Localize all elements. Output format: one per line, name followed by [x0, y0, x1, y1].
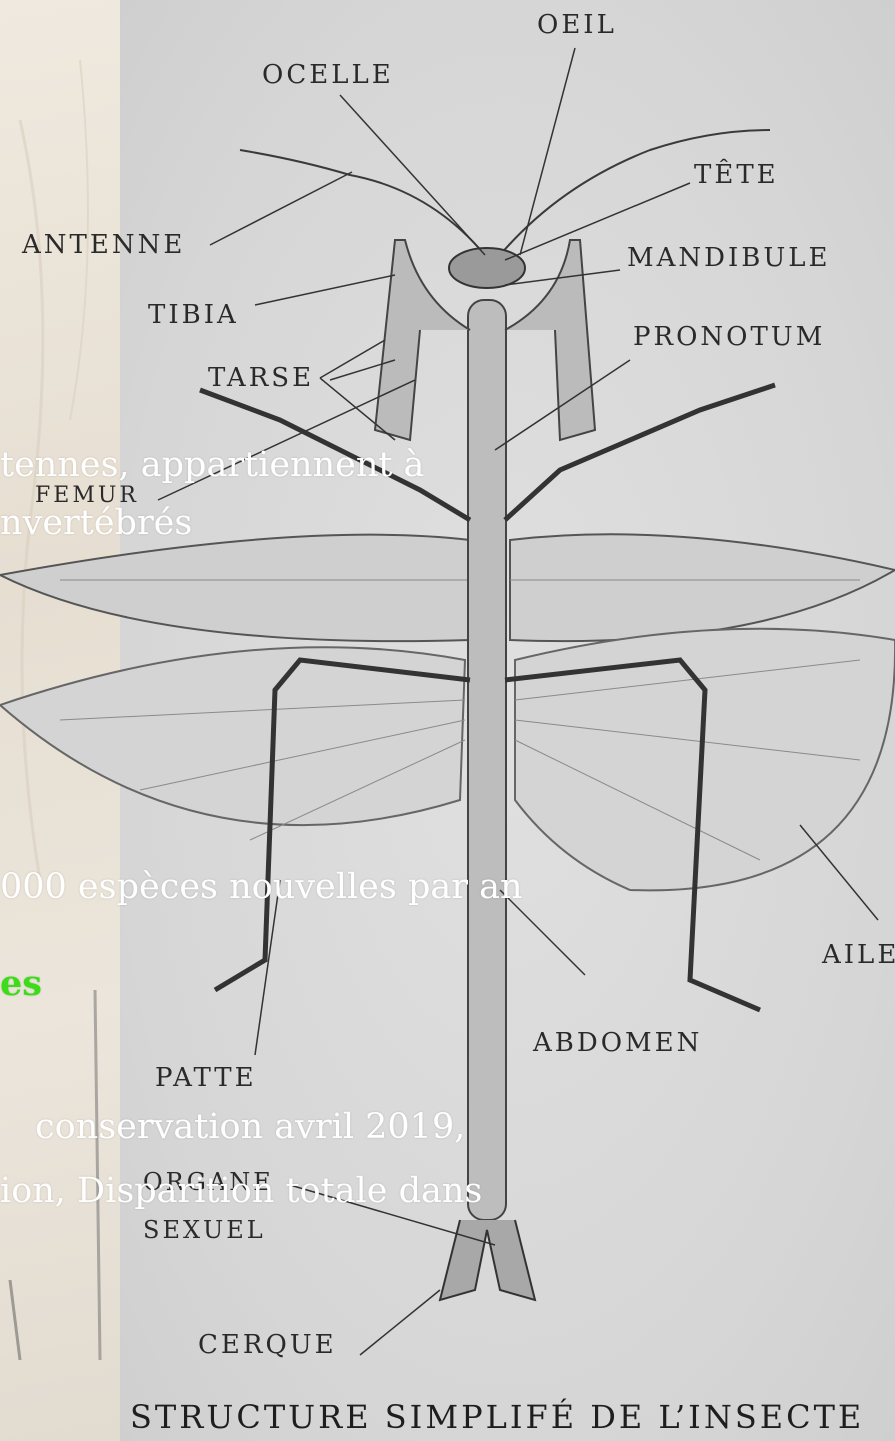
- label-patte: PATTE: [155, 1063, 257, 1093]
- head: [449, 248, 525, 288]
- leader-aile: [800, 825, 878, 920]
- leader-oeil: [520, 48, 575, 255]
- body: [468, 300, 506, 1220]
- label-aile: AILE: [822, 940, 895, 970]
- label-tarse: TARSE: [208, 363, 314, 393]
- mid-leg-right: [505, 385, 775, 520]
- antenna-right: [500, 130, 770, 255]
- forewing-right: [510, 534, 895, 641]
- hindwing-left: [0, 647, 465, 825]
- label-tete: TÊTE: [694, 160, 779, 190]
- label-abdomen: ABDOMEN: [533, 1028, 702, 1058]
- overlay-text-line-6: ion, Disparition totale dans: [0, 1172, 482, 1210]
- overlay-highlight-text: es: [0, 965, 42, 1003]
- leader-tibia: [255, 275, 395, 305]
- overlay-text-line-2: nvertébrés: [0, 504, 192, 542]
- label-antenne: ANTENNE: [22, 230, 185, 260]
- label-pronotum: PRONOTUM: [633, 322, 825, 352]
- cerci: [440, 1220, 535, 1300]
- label-mandibule: MANDIBULE: [627, 243, 831, 273]
- overlay-text-line-5: conservation avril 2019,: [35, 1108, 465, 1146]
- diagram-caption: STRUCTURE SIMPLIFÉ DE L’INSECTE: [130, 1398, 864, 1436]
- label-sexuel: SEXUEL: [143, 1216, 266, 1244]
- leader-cerque: [360, 1290, 440, 1355]
- leader-ocelle: [340, 95, 485, 255]
- overlay-text-line-1: tennes, appartiennent à: [0, 446, 424, 484]
- label-ocelle: OCELLE: [262, 60, 394, 90]
- label-oeil: OEIL: [537, 10, 617, 40]
- label-tibia: TIBIA: [148, 300, 239, 330]
- forewing-left: [0, 535, 470, 642]
- antenna-left: [240, 150, 485, 255]
- overlay-text-line-3: 000 espèces nouvelles par an: [0, 868, 523, 906]
- hindwing-right: [515, 629, 895, 891]
- leader-antenne: [210, 172, 352, 245]
- label-cerque: CERQUE: [198, 1330, 337, 1360]
